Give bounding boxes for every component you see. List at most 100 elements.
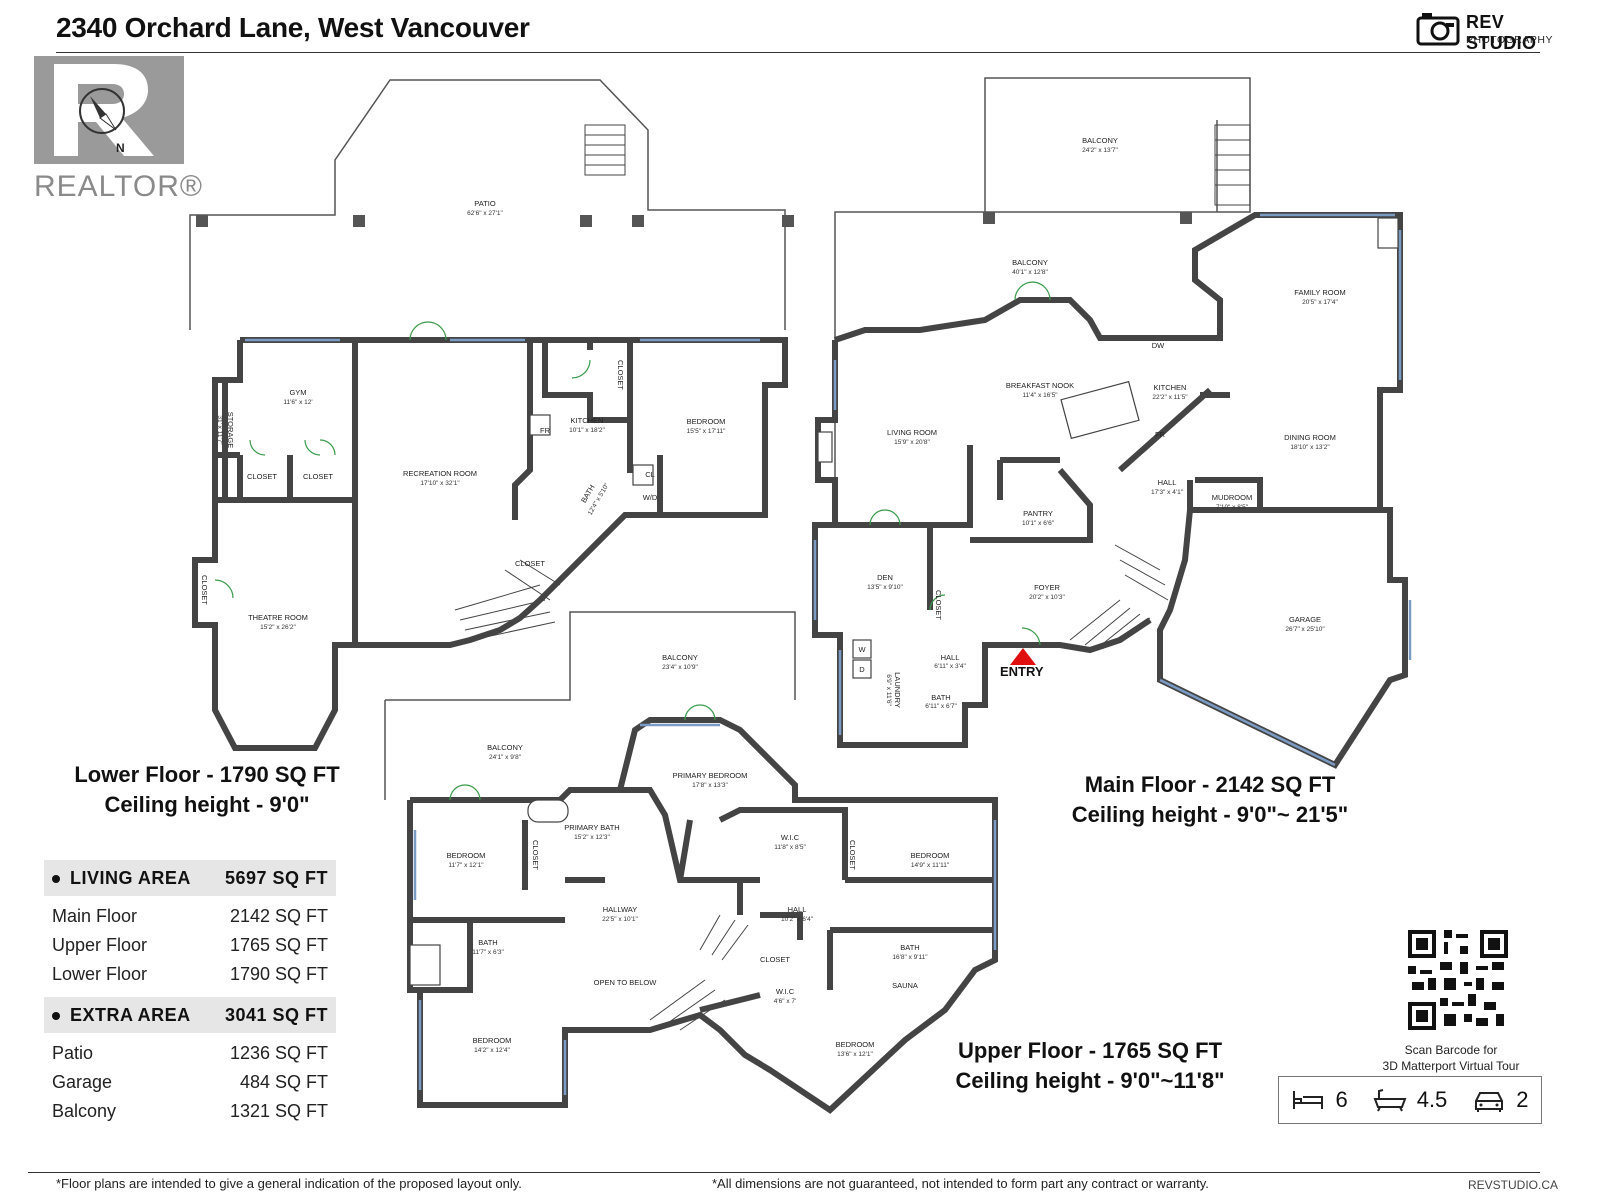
entry-label: ENTRY: [1000, 664, 1044, 679]
fireplace-family: [1377, 217, 1399, 249]
room-main-kitchen-dim: 22'2" x 11'5": [1152, 394, 1188, 401]
fixture-w: W: [858, 645, 866, 654]
room-upper-bath-2: BATH: [900, 943, 919, 952]
room-theatre: THEATRE ROOM: [248, 613, 308, 622]
room-upper-balcony-b: BALCONY: [487, 743, 523, 752]
disclaimer-left: *Floor plans are intended to give a gene…: [56, 1176, 522, 1191]
room-upper-closet-3: CLOSET: [760, 955, 790, 964]
upper-floor-walls: [407, 717, 998, 1114]
header-divider: [56, 52, 1540, 53]
room-patio: PATIO: [474, 199, 496, 208]
room-patio-dim: 62'6" x 27'1": [467, 210, 503, 217]
area-row-label: Patio: [52, 1043, 94, 1063]
room-living-dim: 15'9" x 20'8": [894, 439, 930, 446]
post: [983, 212, 995, 224]
room-hallway: HALLWAY: [603, 905, 637, 914]
studio-website[interactable]: REVSTUDIO.CA: [1467, 1178, 1558, 1192]
area-row-value: 2142 SQ FT: [229, 906, 328, 926]
room-lower-bedroom-dim: 15'5" x 17'11": [687, 428, 726, 435]
fixture-cl: CL: [645, 470, 655, 479]
upper-stairs: [649, 914, 749, 1031]
room-den: DEN: [877, 573, 893, 582]
room-upper-closet-1: CLOSET: [531, 840, 540, 870]
lower-fridge: [529, 414, 551, 436]
room-gym: GYM: [289, 388, 306, 397]
room-primary-bedroom-dim: 17'8" x 13'3": [692, 782, 728, 789]
room-primary-bedroom: PRIMARY BEDROOM: [673, 771, 748, 780]
post: [1180, 212, 1192, 224]
room-lower-closet-bottom: CLOSET: [515, 559, 545, 568]
room-primary-bath-dim: 15'2" x 12'3": [574, 834, 610, 841]
room-wic-1: W.I.C: [781, 833, 800, 842]
room-mudroom: MUDROOM: [1212, 493, 1252, 502]
room-closet-a: CLOSET: [247, 472, 277, 481]
laundry-closet: [632, 464, 654, 486]
room-main-closet: CLOSET: [934, 590, 943, 620]
stat-beds: 6: [1291, 1087, 1348, 1113]
fixture-wd: W/D: [643, 493, 658, 502]
window-segments: [245, 213, 1412, 1095]
area-row-label: Lower Floor: [52, 964, 148, 984]
fixture-main-fr: FR: [1155, 430, 1166, 439]
room-upper-bedroom-4-dim: 13'6" x 12'1": [837, 1051, 873, 1058]
room-upper-bedroom-1: BEDROOM: [447, 851, 486, 860]
room-recreation: RECREATION ROOM: [403, 469, 477, 478]
room-upper-bath-1-dim: 11'7" x 6'3": [472, 949, 504, 956]
lower-floor-ceiling: Ceiling height - 9'0": [104, 792, 310, 817]
fixture-d: D: [859, 665, 865, 674]
area-row-value: 1765 SQ FT: [229, 935, 328, 955]
room-upper-bedroom-2: BEDROOM: [911, 851, 950, 860]
lower-stairs: [454, 124, 626, 641]
living-area-label: LIVING AREA: [70, 867, 191, 888]
room-upper-closet-2: CLOSET: [848, 840, 857, 870]
area-row-label: Main Floor: [52, 906, 138, 926]
qr-code-icon[interactable]: [1408, 930, 1508, 1030]
room-storage: STORAGE: [226, 412, 235, 449]
upper-floor-title: Upper Floor - 1765 SQ FT: [957, 1038, 1223, 1063]
area-row-value: 1236 SQ FT: [229, 1043, 328, 1063]
room-dining-dim: 18'10" x 13'2": [1290, 444, 1330, 451]
room-mudroom-dim: 7'10" x 8'5": [1216, 504, 1249, 511]
room-pantry: PANTRY: [1023, 509, 1053, 518]
qr-caption-line-1: Scan Barcode for: [1404, 1043, 1498, 1057]
main-floor-walls: [812, 212, 1408, 769]
room-open-to-below: OPEN TO BELOW: [594, 978, 658, 987]
bed-icon: [1293, 1091, 1324, 1109]
room-wic-2-dim: 4'6" x 7': [774, 998, 797, 1005]
room-upper-bedroom-3: BEDROOM: [473, 1036, 512, 1045]
room-pantry-dim: 10'1" x 6'6": [1022, 520, 1055, 527]
realtor-logo: N REALTOR®: [34, 56, 204, 206]
room-storage-dim: 31' x 11'7": [216, 415, 223, 445]
lower-patio-outline: [189, 79, 786, 330]
room-upper-bath-1: BATH: [478, 938, 497, 947]
upper-floor-ceiling: Ceiling height - 9'0"~11'8": [955, 1068, 1225, 1093]
extra-area-header: EXTRA AREA 3041 SQ FT: [44, 997, 336, 1033]
room-garage-dim: 26'7" x 25'10": [1285, 626, 1325, 633]
entry-arrow: [1010, 648, 1036, 665]
realtor-r-icon: N: [34, 56, 184, 164]
fixture-fr: FR: [540, 426, 551, 435]
room-gym-dim: 11'6" x 12': [283, 399, 312, 406]
studio-name: REV STUDIO: [1466, 12, 1537, 53]
post: [782, 215, 794, 227]
extra-area-value: 3041 SQ FT: [224, 1004, 328, 1025]
qr-caption: Scan Barcode for 3D Matterport Virtual T…: [1358, 1042, 1544, 1074]
tub-upper: [527, 799, 569, 823]
bullet-icon: [52, 1011, 60, 1020]
area-row: Patio 1236 SQ FT: [44, 1039, 336, 1068]
kitchen-island: [1060, 380, 1140, 440]
property-stats: 6 4.5 2: [1278, 1076, 1542, 1124]
room-upper-balcony-a-dim: 23'4" x 10'9": [662, 664, 698, 671]
room-main-bath: BATH: [931, 693, 950, 702]
upper-floor-heading: Upper Floor - 1765 SQ FT Ceiling height …: [930, 1036, 1250, 1096]
room-lower-kitchen: KITCHEN: [571, 416, 604, 425]
realtor-wordmark: REALTOR®: [34, 170, 204, 203]
extra-area-label: EXTRA AREA: [70, 1004, 191, 1025]
room-living: LIVING ROOM: [887, 428, 937, 437]
room-main-balcony-top-dim: 24'2" x 13'7": [1082, 147, 1118, 154]
room-lower-kitchen-dim: 10'1" x 18'2": [569, 427, 605, 434]
